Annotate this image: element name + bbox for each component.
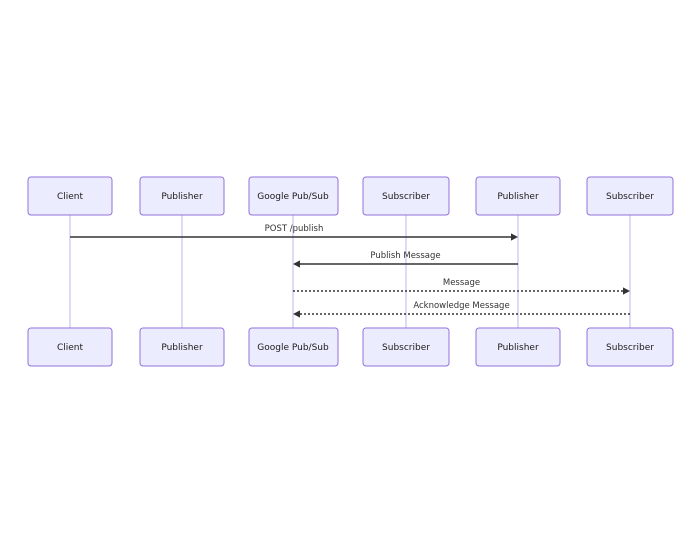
actor-label: Publisher bbox=[161, 343, 203, 353]
actor-box-subscriber2-bottom[interactable]: Subscriber bbox=[586, 327, 674, 367]
actor-rect bbox=[248, 176, 339, 216]
actor-label: Google Pub/Sub bbox=[257, 343, 329, 353]
actor-rect bbox=[362, 327, 450, 367]
actor-rect bbox=[586, 327, 674, 367]
actor-rect bbox=[27, 327, 113, 367]
actor-rect bbox=[586, 176, 674, 216]
actor-label: Publisher bbox=[497, 343, 539, 353]
actor-label: Subscriber bbox=[606, 343, 654, 353]
actor-rect bbox=[475, 327, 561, 367]
actor-box-publisher1-bottom[interactable]: Publisher bbox=[139, 327, 225, 367]
message-3: Message bbox=[293, 278, 630, 295]
message-2: Publish Message bbox=[293, 251, 518, 268]
actor-box-publisher2-top[interactable]: Publisher bbox=[475, 176, 561, 216]
actor-box-subscriber1-top[interactable]: Subscriber bbox=[362, 176, 450, 216]
actor-label: Publisher bbox=[497, 192, 539, 202]
actor-box-subscriber1-bottom[interactable]: Subscriber bbox=[362, 327, 450, 367]
actor-label: Client bbox=[57, 343, 84, 353]
actor-rect bbox=[248, 327, 339, 367]
actor-label: Client bbox=[57, 192, 84, 202]
message-1: POST /publish bbox=[70, 224, 518, 241]
actor-label: Google Pub/Sub bbox=[257, 192, 329, 202]
actor-label: Publisher bbox=[161, 192, 203, 202]
top-actors-group: Client Publisher Google Pub/Sub Subscriber P… bbox=[27, 176, 674, 216]
message-label: Acknowledge Message bbox=[413, 301, 509, 311]
message-label: POST /publish bbox=[265, 224, 324, 234]
actor-label: Subscriber bbox=[382, 343, 430, 353]
actor-box-googlepubsub-top[interactable]: Google Pub/Sub bbox=[248, 176, 339, 216]
actor-box-publisher2-bottom[interactable]: Publisher bbox=[475, 327, 561, 367]
arrowhead-icon bbox=[293, 310, 300, 318]
actor-rect bbox=[139, 176, 225, 216]
actor-box-googlepubsub-bottom[interactable]: Google Pub/Sub bbox=[248, 327, 339, 367]
actor-label: Subscriber bbox=[606, 192, 654, 202]
bottom-actors-group: Client Publisher Google Pub/Sub Subscriber P… bbox=[27, 327, 674, 367]
lifelines-group bbox=[69, 215, 631, 328]
actor-rect bbox=[362, 176, 450, 216]
arrowhead-icon bbox=[623, 287, 630, 295]
message-4: Acknowledge Message bbox=[293, 301, 630, 318]
message-label: Publish Message bbox=[370, 251, 440, 261]
actor-rect bbox=[139, 327, 225, 367]
arrowhead-icon bbox=[293, 260, 300, 268]
actor-rect bbox=[475, 176, 561, 216]
actor-box-publisher1-top[interactable]: Publisher bbox=[139, 176, 225, 216]
message-label: Message bbox=[443, 278, 480, 288]
actor-label: Subscriber bbox=[382, 192, 430, 202]
actor-box-client-top[interactable]: Client bbox=[27, 176, 113, 216]
actor-rect bbox=[27, 176, 113, 216]
actor-box-client-bottom[interactable]: Client bbox=[27, 327, 113, 367]
actor-box-subscriber2-top[interactable]: Subscriber bbox=[586, 176, 674, 216]
arrowhead-icon bbox=[511, 233, 518, 241]
